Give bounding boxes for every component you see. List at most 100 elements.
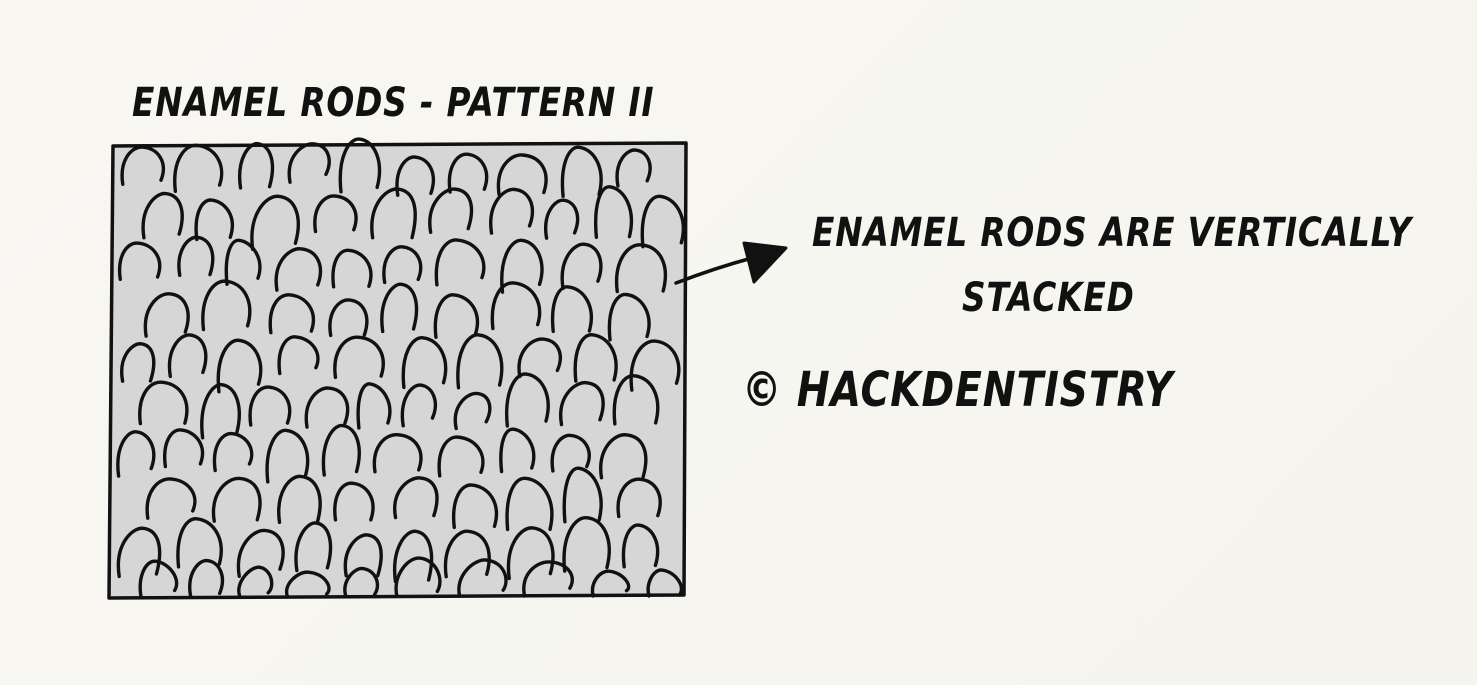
enamel-rod: [277, 474, 322, 525]
enamel-rod: [372, 433, 423, 474]
enamel-rod: [313, 194, 358, 234]
enamel-rod: [400, 383, 437, 428]
enamel-rod: [522, 560, 574, 598]
enamel-rod: [447, 152, 489, 194]
arrow-head: [742, 241, 788, 284]
enamel-rod: [562, 516, 611, 573]
arrow-shaft: [674, 256, 754, 285]
enamel-rod: [401, 336, 448, 390]
enamel-rod: [457, 558, 508, 598]
enamel-rods-group: [116, 137, 685, 598]
enamel-rod: [120, 342, 156, 383]
enamel-rod: [550, 285, 593, 334]
enamel-rod: [505, 476, 554, 532]
enamel-rod: [265, 428, 310, 484]
enamel-rod: [559, 380, 605, 427]
enamel-rod: [116, 526, 162, 579]
enamel-rod: [117, 241, 162, 282]
enamel-rod: [294, 521, 333, 573]
enamel-rod: [629, 339, 681, 392]
enamel-rod: [428, 187, 474, 235]
enamel-rod: [167, 333, 208, 379]
enamel-rod: [599, 433, 648, 480]
enamel-rod: [594, 185, 634, 239]
enamel-rod: [451, 483, 498, 530]
enamel-rod: [393, 476, 439, 520]
enamel-rod: [274, 247, 323, 292]
enamel-rod: [328, 298, 369, 338]
enamel-rod: [176, 517, 223, 569]
enamel-rod: [490, 281, 542, 331]
enamel-rod: [338, 137, 382, 194]
enamel-rod: [543, 198, 580, 240]
enamel-rod: [237, 141, 275, 190]
enamel-rod: [237, 565, 274, 598]
enamel-rod: [248, 385, 292, 427]
enamel-rod: [646, 568, 684, 598]
enamel-rod: [489, 187, 535, 235]
enamel-rod: [304, 386, 350, 429]
enamel-rod: [433, 293, 479, 339]
enamel-rod: [382, 245, 423, 285]
enamel-rod: [277, 335, 320, 376]
enamel-rod: [138, 380, 189, 426]
enamel-rod: [616, 477, 662, 519]
enamel-rod: [224, 238, 262, 286]
enamel-rod: [392, 529, 434, 584]
enamel-rod: [370, 187, 417, 240]
enamel-rod: [163, 428, 205, 469]
enamel-rod: [333, 481, 375, 522]
enamel-rod: [506, 526, 555, 581]
enamel-rod: [590, 569, 631, 598]
enamel-rod: [343, 533, 383, 578]
enamel-rod: [456, 333, 504, 390]
enamel-rod: [356, 382, 392, 430]
enamel-rod: [453, 391, 492, 431]
enamel-rod: [173, 143, 224, 193]
enamel-rod: [138, 559, 179, 598]
enamel-rod: [640, 194, 685, 249]
enamel-rod: [504, 372, 550, 428]
enamel-rod: [141, 191, 184, 240]
enamel-rod: [621, 523, 660, 569]
enamel-rod: [607, 292, 651, 342]
enamel-rod: [284, 570, 331, 598]
enamel-rod: [380, 282, 419, 334]
enamel-rod: [116, 430, 156, 478]
enamel-rod: [188, 558, 225, 598]
enamel-rod: [145, 477, 197, 520]
enamel-rod: [612, 374, 660, 426]
diagram-title: ENAMEL RODS - PATTERN II: [132, 80, 655, 126]
enamel-rod: [321, 423, 361, 477]
enamel-rod: [443, 529, 491, 579]
copyright-notice: © HACKDENTISTRY: [742, 362, 1174, 418]
enamel-rod: [437, 435, 485, 478]
enamel-rod: [560, 145, 603, 199]
enamel-rod: [517, 337, 562, 379]
enamel-rod: [177, 235, 215, 278]
enamel-rod: [500, 238, 544, 294]
arrow-icon: [674, 241, 788, 285]
enamel-rod: [201, 279, 252, 332]
enamel-rod: [194, 198, 234, 242]
enamel-rod: [560, 242, 603, 291]
enamel-rod: [211, 476, 262, 523]
enamel-rod: [333, 335, 385, 380]
enamel-rod: [250, 194, 300, 251]
enamel-rod: [395, 155, 436, 197]
enamel-rod: [615, 148, 652, 188]
enamel-rod: [120, 145, 165, 186]
enamel-rod: [212, 431, 254, 473]
enamel-rod: [550, 433, 591, 473]
annotation-text-line2: STACKED: [962, 275, 1135, 321]
enamel-rod: [499, 427, 536, 474]
enamel-rod: [200, 382, 241, 440]
enamel-rod: [562, 466, 603, 524]
enamel-rod: [216, 338, 263, 394]
enamel-rod: [614, 243, 668, 294]
annotation-text-line1: ENAMEL RODS ARE VERTICALLY: [812, 210, 1412, 256]
enamel-rod: [236, 528, 285, 578]
enamel-rod: [434, 238, 486, 287]
